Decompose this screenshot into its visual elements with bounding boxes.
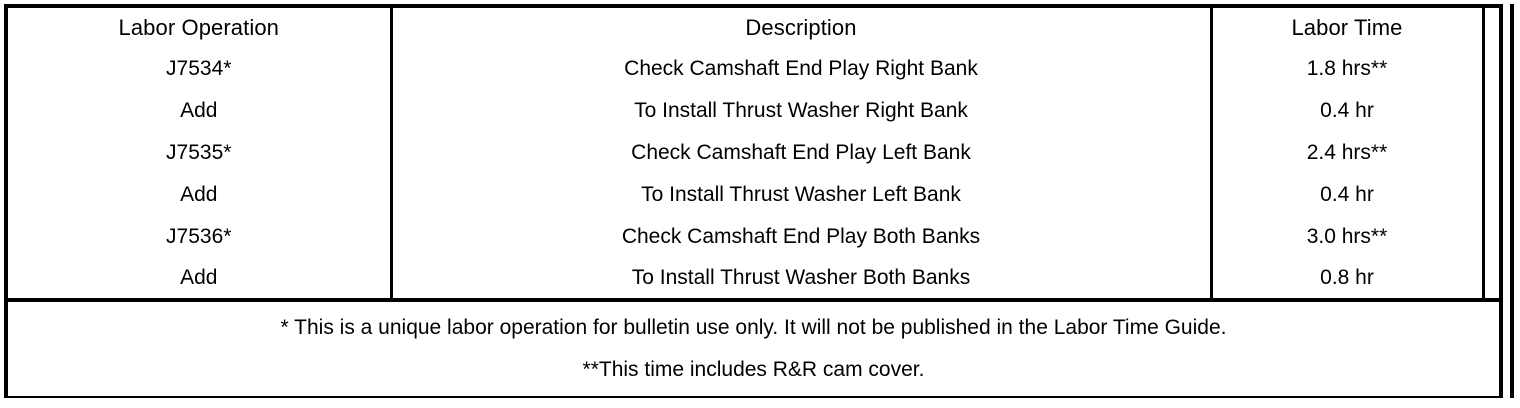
column-header-description: Description bbox=[391, 8, 1213, 48]
cell-description: To Install Thrust Washer Right Bank bbox=[391, 90, 1213, 132]
cell-labor-time: 0.4 hr bbox=[1211, 174, 1485, 216]
cell-labor-time: 2.4 hrs** bbox=[1211, 132, 1485, 174]
cell-spacer bbox=[1483, 132, 1499, 174]
cell-labor-operation: J7536* bbox=[8, 216, 393, 258]
page-right-rule bbox=[1510, 4, 1514, 398]
table-row: Add To Install Thrust Washer Both Banks … bbox=[8, 258, 1499, 302]
cell-labor-time: 0.4 hr bbox=[1211, 90, 1485, 132]
cell-description: Check Camshaft End Play Right Bank bbox=[391, 48, 1213, 90]
cell-labor-operation: Add bbox=[8, 90, 393, 132]
cell-labor-time: 3.0 hrs** bbox=[1211, 216, 1485, 258]
table-footnote-row: * This is a unique labor operation for b… bbox=[8, 300, 1499, 396]
cell-labor-operation: Add bbox=[8, 174, 393, 216]
cell-spacer bbox=[1483, 216, 1499, 258]
footnote-single-asterisk: * This is a unique labor operation for b… bbox=[280, 315, 1227, 339]
cell-description: Check Camshaft End Play Left Bank bbox=[391, 132, 1213, 174]
cell-spacer bbox=[1483, 90, 1499, 132]
cell-labor-operation: J7535* bbox=[8, 132, 393, 174]
cell-spacer bbox=[1483, 174, 1499, 216]
table-row: J7535* Check Camshaft End Play Left Bank… bbox=[8, 132, 1499, 174]
table-row: J7536* Check Camshaft End Play Both Bank… bbox=[8, 216, 1499, 258]
cell-description: To Install Thrust Washer Both Banks bbox=[391, 258, 1213, 302]
table-header-row: Labor Operation Description Labor Time bbox=[8, 8, 1499, 48]
footnotes-cell: * This is a unique labor operation for b… bbox=[8, 300, 1499, 396]
column-header-labor-operation: Labor Operation bbox=[8, 8, 393, 48]
cell-spacer bbox=[1483, 48, 1499, 90]
table-grid: Labor Operation Description Labor Time J… bbox=[8, 8, 1499, 396]
cell-description: To Install Thrust Washer Left Bank bbox=[391, 174, 1213, 216]
footnote-double-asterisk: **This time includes R&R cam cover. bbox=[582, 358, 925, 381]
cell-description: Check Camshaft End Play Both Banks bbox=[391, 216, 1213, 258]
table-head: Labor Operation Description Labor Time bbox=[8, 8, 1499, 48]
table-body: J7534* Check Camshaft End Play Right Ban… bbox=[8, 48, 1499, 396]
footnote-spacer bbox=[8, 339, 1499, 359]
cell-labor-operation: Add bbox=[8, 258, 393, 302]
labor-operation-table: Labor Operation Description Labor Time J… bbox=[4, 4, 1503, 398]
cell-labor-time: 0.8 hr bbox=[1211, 258, 1485, 302]
column-header-labor-time: Labor Time bbox=[1211, 8, 1485, 48]
table-row: J7534* Check Camshaft End Play Right Ban… bbox=[8, 48, 1499, 90]
cell-spacer bbox=[1483, 258, 1499, 302]
cell-labor-time: 1.8 hrs** bbox=[1211, 48, 1485, 90]
cell-labor-operation: J7534* bbox=[8, 48, 393, 90]
column-header-spacer bbox=[1483, 8, 1499, 48]
table-row: Add To Install Thrust Washer Right Bank … bbox=[8, 90, 1499, 132]
table-row: Add To Install Thrust Washer Left Bank 0… bbox=[8, 174, 1499, 216]
